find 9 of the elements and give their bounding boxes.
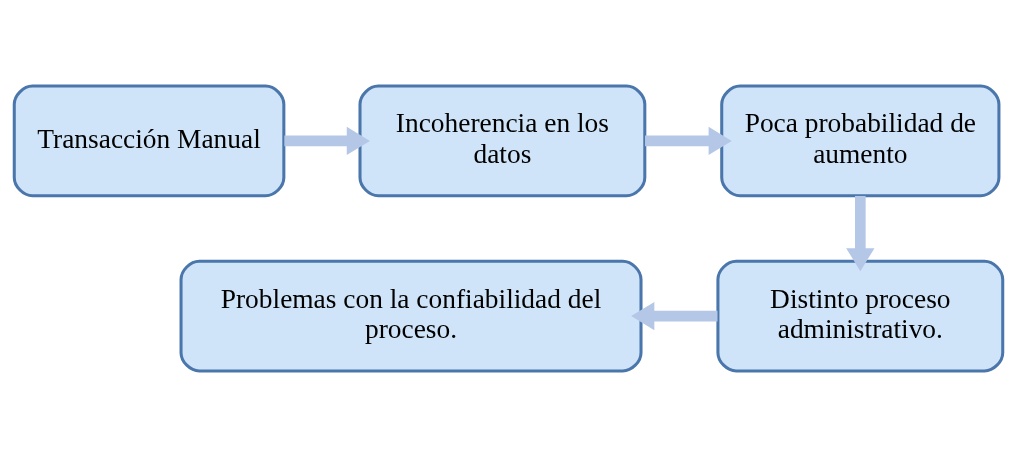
arrow — [846, 195, 875, 272]
arrow — [645, 126, 732, 156]
node-box: Problemas con la confiabilidad del proceso. — [179, 259, 643, 373]
node-box: Incoherencia en los datos — [358, 84, 647, 198]
arrow — [284, 126, 370, 156]
node-box: Distinto proceso administrativo. — [716, 259, 1005, 373]
node-box: Transacción Manual — [12, 84, 286, 198]
node-box: Poca probabilidad de aumento — [720, 84, 1001, 198]
arrow — [631, 301, 718, 331]
